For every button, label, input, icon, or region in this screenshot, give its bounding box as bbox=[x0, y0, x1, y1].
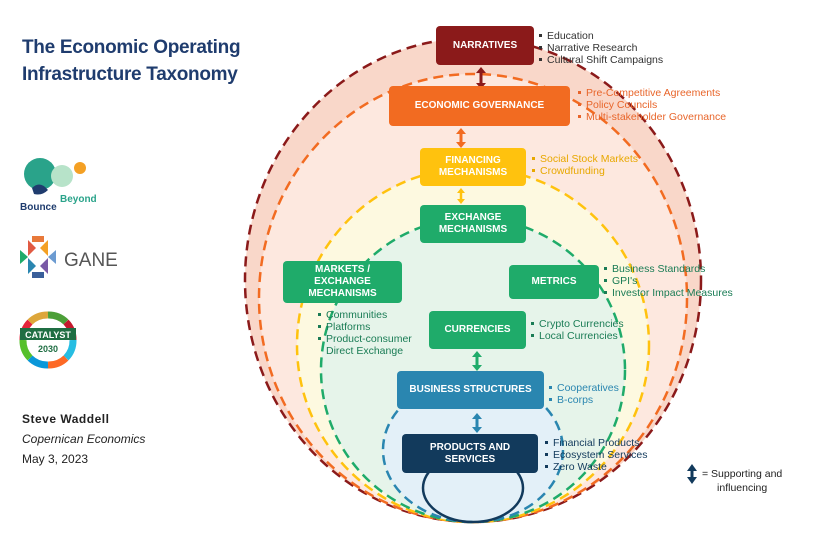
bounce-beyond-logo: Bounce Beyond bbox=[18, 150, 108, 220]
list-item-continuation: Direct Exchange bbox=[326, 345, 404, 357]
currencies-label: CURRENCIES bbox=[444, 324, 511, 335]
legend-line-1: = Supporting and bbox=[702, 468, 783, 480]
logo-circle-orange bbox=[74, 162, 86, 174]
exchange-label-line-1: EXCHANGE bbox=[444, 212, 502, 223]
list-item: Social Stock Markets bbox=[532, 153, 638, 165]
exchange-mechanisms-box: EXCHANGE MECHANISMS bbox=[420, 205, 526, 243]
catalyst-logo-text: CATALYST bbox=[25, 330, 71, 340]
markets-bullets: Communities Platforms Product-consumer D… bbox=[318, 309, 412, 357]
logo-swoosh bbox=[32, 184, 48, 195]
list-item: Investor Impact Measures bbox=[604, 287, 733, 299]
author-name: Steve Waddell bbox=[22, 412, 110, 426]
list-item: Financial Products bbox=[545, 437, 648, 449]
economic-governance-label: ECONOMIC GOVERNANCE bbox=[414, 100, 545, 111]
list-item: Business Standards bbox=[604, 263, 733, 275]
narratives-bullets: Education Narrative Research Cultural Sh… bbox=[539, 30, 663, 66]
economic-governance-box: ECONOMIC GOVERNANCE bbox=[389, 86, 570, 126]
catalyst-2030-logo: CATALYST 2030 bbox=[18, 310, 88, 370]
arrow-financing-exchange bbox=[457, 188, 465, 204]
list-item: GPI's bbox=[604, 275, 733, 287]
list-item: Narrative Research bbox=[539, 42, 663, 54]
logo-circle-teal bbox=[24, 158, 56, 190]
financing-label-line-2: MECHANISMS bbox=[438, 167, 508, 178]
legend-line-2: influencing bbox=[717, 482, 768, 494]
list-item: Crypto Currencies bbox=[531, 318, 624, 330]
title-line-1: The Economic Operating bbox=[22, 37, 241, 58]
list-item: Multi-stakeholder Governance bbox=[578, 111, 726, 123]
gane-mark-icon bbox=[20, 236, 56, 278]
list-item: Cooperatives bbox=[549, 382, 619, 394]
currencies-box: CURRENCIES bbox=[429, 311, 526, 349]
narratives-label: NARRATIVES bbox=[452, 39, 518, 51]
markets-label-line-2: MECHANISMS bbox=[308, 288, 377, 299]
legend: = Supporting and influencing bbox=[702, 467, 782, 495]
logo-word-beyond: Beyond bbox=[60, 194, 97, 205]
business-structures-box: BUSINESS STRUCTURES bbox=[397, 371, 544, 409]
arrow-currencies-business bbox=[472, 351, 482, 371]
author-affiliation: Copernican Economics bbox=[22, 432, 146, 446]
governance-bullets: Pre-Competitive Agreements Policy Counci… bbox=[578, 87, 726, 123]
markets-exchange-box: MARKETS / EXCHANGE MECHANISMS bbox=[283, 261, 402, 303]
author-date: May 3, 2023 bbox=[22, 452, 89, 466]
business-bullets: Cooperatives B-corps bbox=[549, 382, 619, 406]
legend-arrow-icon bbox=[687, 464, 697, 484]
products-bullets: Financial Products Ecosystem Services Ze… bbox=[545, 437, 648, 473]
business-structures-label: BUSINESS STRUCTURES bbox=[409, 384, 532, 395]
list-item: Communities bbox=[318, 309, 412, 321]
list-item: Zero Waste bbox=[545, 461, 648, 473]
products-services-box: PRODUCTS AND SERVICES bbox=[402, 434, 538, 473]
financing-bullets: Social Stock Markets Crowdfunding bbox=[532, 153, 638, 177]
financing-label-line-1: FINANCING bbox=[445, 155, 501, 166]
list-item: Local Currencies bbox=[531, 330, 624, 342]
arrow-business-products bbox=[472, 413, 482, 433]
page-title: The Economic Operating Infrastructure Ta… bbox=[22, 34, 241, 88]
list-item: B-corps bbox=[549, 394, 619, 406]
list-item: Product-consumer bbox=[318, 333, 412, 345]
products-label-line-1: PRODUCTS AND bbox=[429, 441, 511, 453]
gane-logo-text: GANE bbox=[64, 250, 118, 271]
logo-circle-green bbox=[51, 165, 73, 187]
metrics-label: METRICS bbox=[531, 276, 577, 287]
arrow-governance-financing bbox=[456, 128, 466, 148]
list-item: Ecosystem Services bbox=[545, 449, 648, 461]
list-item: Pre-Competitive Agreements bbox=[578, 87, 726, 99]
logo-word-bounce: Bounce bbox=[20, 202, 57, 213]
financing-mechanisms-box: FINANCING MECHANISMS bbox=[420, 148, 526, 186]
metrics-bullets: Business Standards GPI's Investor Impact… bbox=[604, 263, 733, 299]
currencies-bullets: Crypto Currencies Local Currencies bbox=[531, 318, 624, 342]
list-item: Policy Councils bbox=[578, 99, 726, 111]
title-line-2: Infrastructure Taxonomy bbox=[22, 64, 238, 85]
exchange-label-line-2: MECHANISMS bbox=[438, 224, 508, 235]
narratives-box: NARRATIVES bbox=[436, 26, 534, 65]
list-item: Cultural Shift Campaigns bbox=[539, 54, 663, 66]
catalyst-logo-year: 2030 bbox=[38, 344, 58, 354]
metrics-box: METRICS bbox=[509, 265, 599, 299]
list-item: Education bbox=[539, 30, 663, 42]
list-item: Platforms bbox=[318, 321, 412, 333]
markets-label-line-1: MARKETS / EXCHANGE bbox=[314, 264, 371, 287]
list-item: Crowdfunding bbox=[532, 165, 638, 177]
gane-logo: GANE bbox=[18, 236, 138, 278]
products-label-line-2: SERVICES bbox=[444, 453, 496, 465]
